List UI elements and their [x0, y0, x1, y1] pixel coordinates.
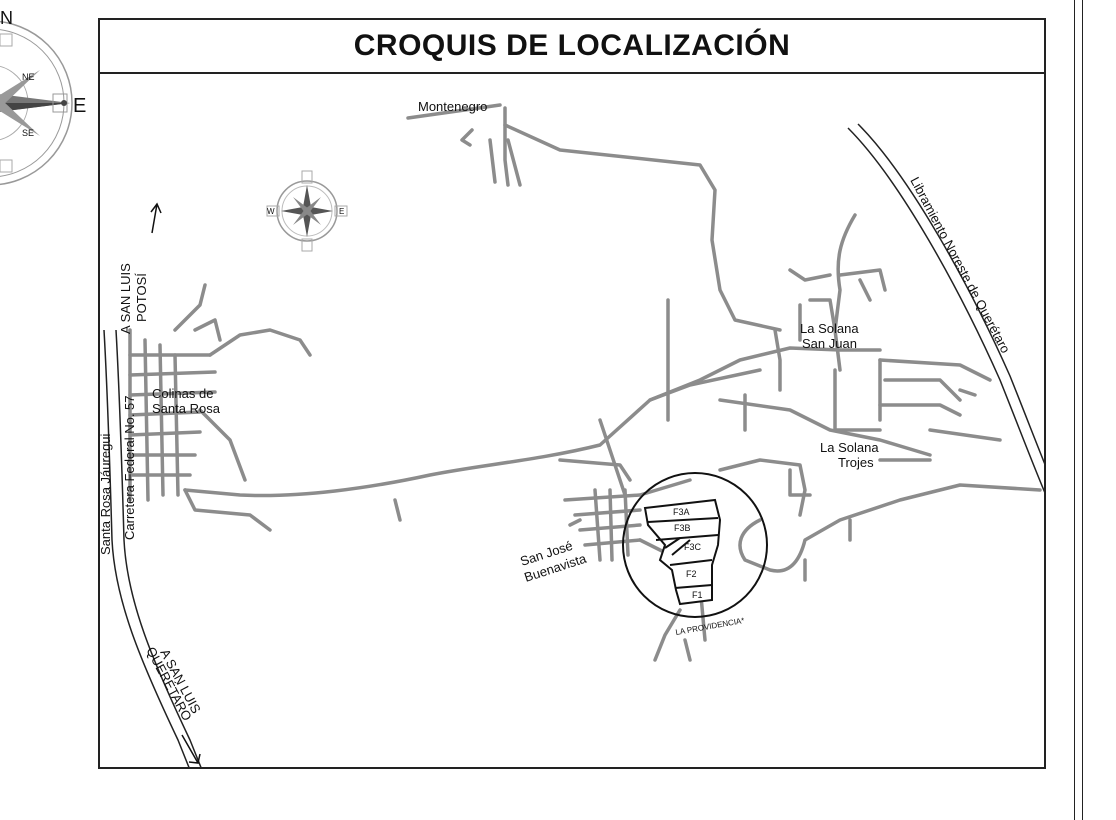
colinas-label-line2: Santa Rosa	[152, 401, 221, 416]
libramiento-label: Libramiento Noreste de Querétaro	[907, 174, 1013, 355]
map-labels: Montenegro Colinas de Santa Rosa La Sola…	[98, 99, 1013, 723]
colinas-label-line1: Colinas de	[152, 386, 213, 401]
direction-arrows	[150, 202, 201, 764]
compass-east-label: E	[73, 95, 86, 117]
santa-rosa-jauregui-label: Santa Rosa Jáuregui	[98, 433, 113, 555]
compass-rose-large: N E NE SE	[0, 8, 86, 186]
to-slp-label-line1: A SAN LUIS	[118, 263, 133, 334]
montenegro-label: Montenegro	[418, 99, 487, 114]
parcel-f3c-label: F3C	[684, 542, 702, 552]
solana-sanjuan-label-line2: San Juan	[802, 336, 857, 351]
to-slp-label-line2: POTOSÍ	[134, 273, 149, 322]
solana-trojes-label-line2: Trojes	[838, 455, 874, 470]
carretera-federal-label: Carretera Federal No. 57	[122, 395, 137, 540]
title-bar: CROQUIS DE LOCALIZACIÓN	[100, 20, 1044, 74]
small-compass-west-label: W	[267, 207, 275, 216]
parcel-f2-label: F2	[686, 569, 697, 579]
parcel-f3b-label: F3B	[674, 523, 691, 533]
road-network	[128, 103, 1042, 662]
carretera-federal-road	[103, 329, 202, 767]
compass-northeast-label: NE	[22, 72, 35, 82]
parcel-f1-label: F1	[692, 590, 703, 600]
site-location: F3A F3B F3C F2 F1	[622, 472, 768, 618]
page-border-right-outer	[1074, 0, 1075, 820]
compass-rose-small: W E	[266, 170, 348, 252]
solana-trojes-label-line1: La Solana	[820, 440, 879, 455]
map-title: CROQUIS DE LOCALIZACIÓN	[353, 29, 791, 62]
compass-north-label: N	[0, 8, 13, 28]
map-frame: CROQUIS DE LOCALIZACIÓN	[98, 18, 1046, 769]
small-compass-east-label: E	[339, 207, 344, 216]
page-border-right-inner	[1082, 0, 1083, 820]
providencia-label: LA PROVIDENCIA*	[675, 616, 745, 637]
parcel-f3a-label: F3A	[673, 507, 690, 517]
compass-southeast-label: SE	[22, 128, 34, 138]
libramiento-road	[847, 123, 1044, 493]
solana-sanjuan-label-line1: La Solana	[800, 321, 859, 336]
